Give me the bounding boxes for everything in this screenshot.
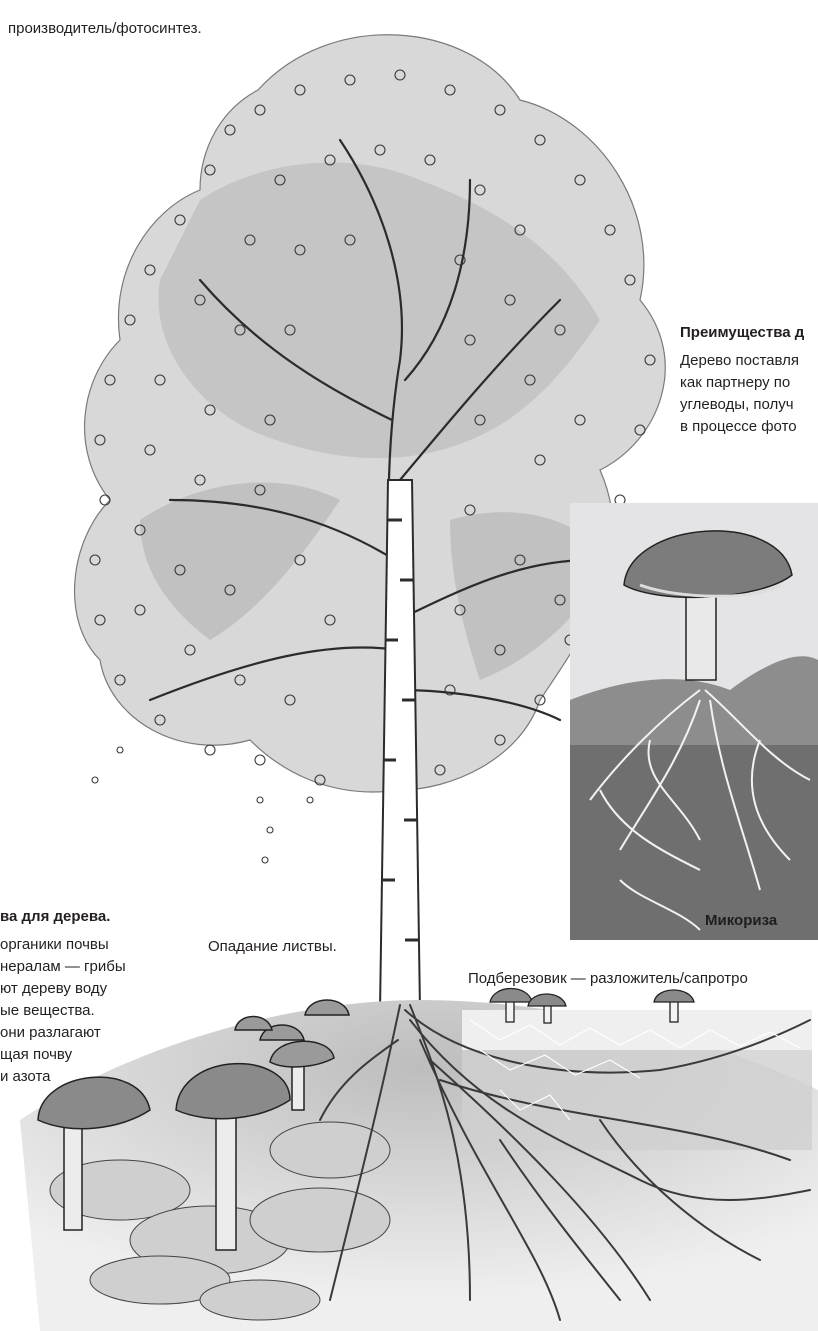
fungus-benefit-line: щая почву (0, 1044, 126, 1066)
fungus-benefit-line: и азота (0, 1066, 126, 1088)
leaf-fall-label: Опадание листвы. (208, 936, 337, 957)
soil-section (462, 1010, 812, 1150)
fungus-benefit-title: ва для дерева. (0, 906, 126, 928)
decomposer-label: Подберезовик — разложитель/сапротро (468, 968, 748, 989)
mycorrhiza-inset (570, 503, 818, 940)
birch-trunk (380, 480, 420, 1010)
tree-benefit-line: Дерево поставля (680, 350, 804, 372)
tree-benefit-line: в процессе фото (680, 416, 804, 438)
tree-benefit-block: Преимущества д Дерево поставля как партн… (680, 322, 804, 438)
fungus-benefit-line: они разлагают (0, 1022, 126, 1044)
fungus-benefit-block: ва для дерева. органики почвы нералам — … (0, 906, 126, 1088)
mycorrhiza-label: Микориза (705, 912, 777, 929)
fungus-benefit-line: ые вещества. (0, 1000, 126, 1022)
tree-benefit-line: углеводы, получ (680, 394, 804, 416)
tree-benefit-line: как партнеру по (680, 372, 804, 394)
fungus-benefit-line: органики почвы (0, 934, 126, 956)
fungus-benefit-line: нералам — грибы (0, 956, 126, 978)
top-caption: производитель/фотосинтез. (8, 18, 202, 39)
fungus-benefit-line: ют дереву воду (0, 978, 126, 1000)
tree-benefit-title: Преимущества д (680, 322, 804, 344)
